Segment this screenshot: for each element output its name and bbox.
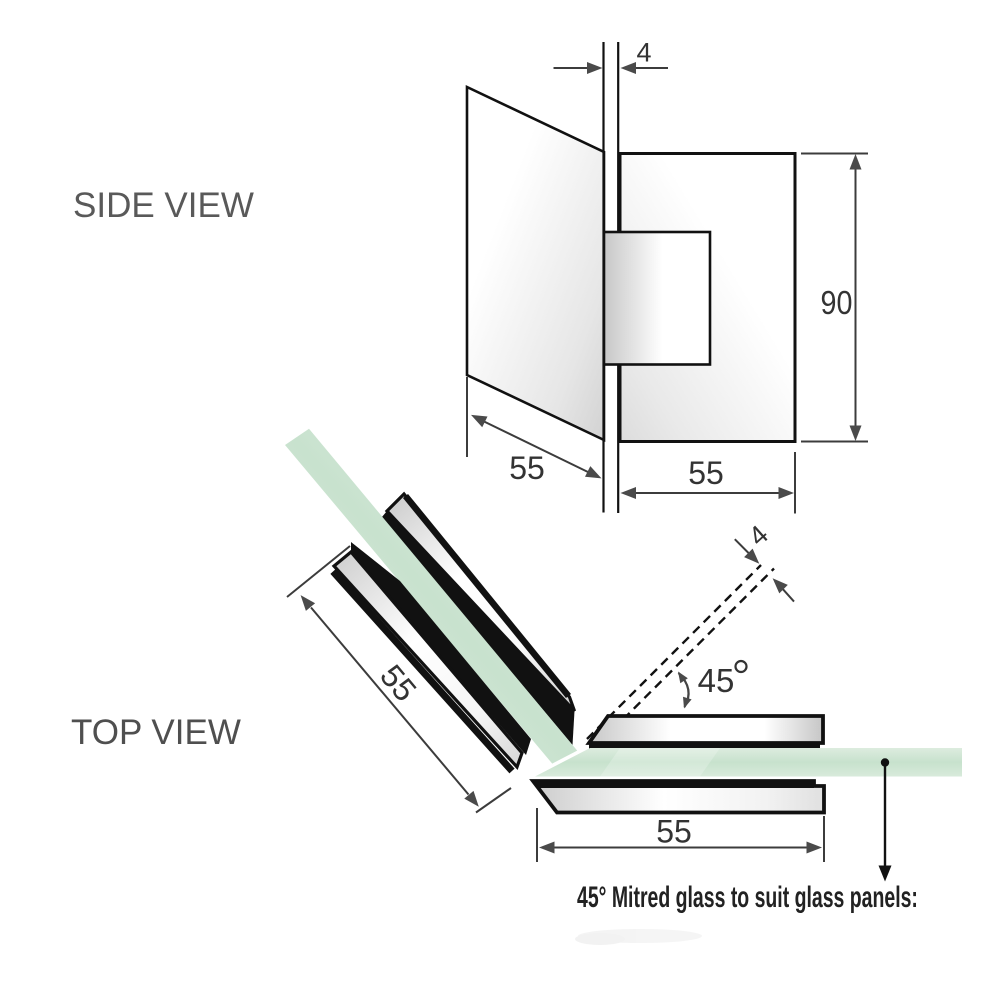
svg-text:4: 4 [636,38,651,68]
svg-text:TOP VIEW: TOP VIEW [71,713,241,752]
svg-text:45: 45 [698,662,735,699]
svg-text:55: 55 [688,455,724,491]
svg-text:55: 55 [656,814,692,850]
svg-text:45° Mitred glass to suit glass: 45° Mitred glass to suit glass panels: [577,881,918,914]
svg-text:4: 4 [743,519,774,551]
svg-text:90: 90 [821,284,853,321]
svg-text:SIDE VIEW: SIDE VIEW [73,186,254,225]
svg-text:55: 55 [509,450,545,486]
